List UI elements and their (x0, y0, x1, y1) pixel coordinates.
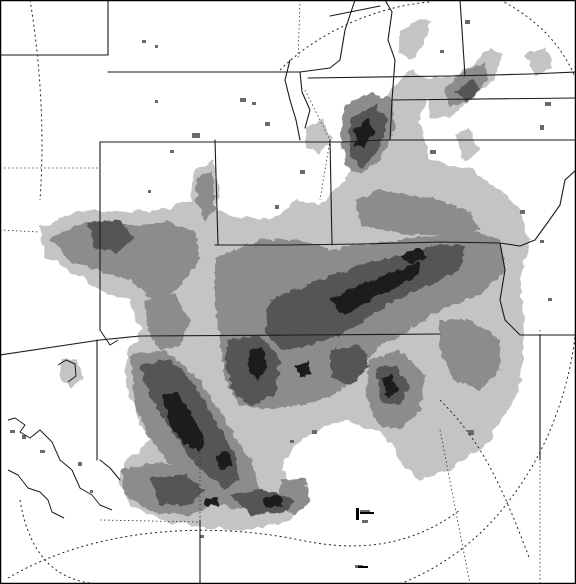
precipitation-echoes (10, 18, 552, 568)
coastline (7, 329, 119, 519)
radar-range-rings (7, 1, 575, 583)
radar-site-markers (356, 508, 374, 568)
